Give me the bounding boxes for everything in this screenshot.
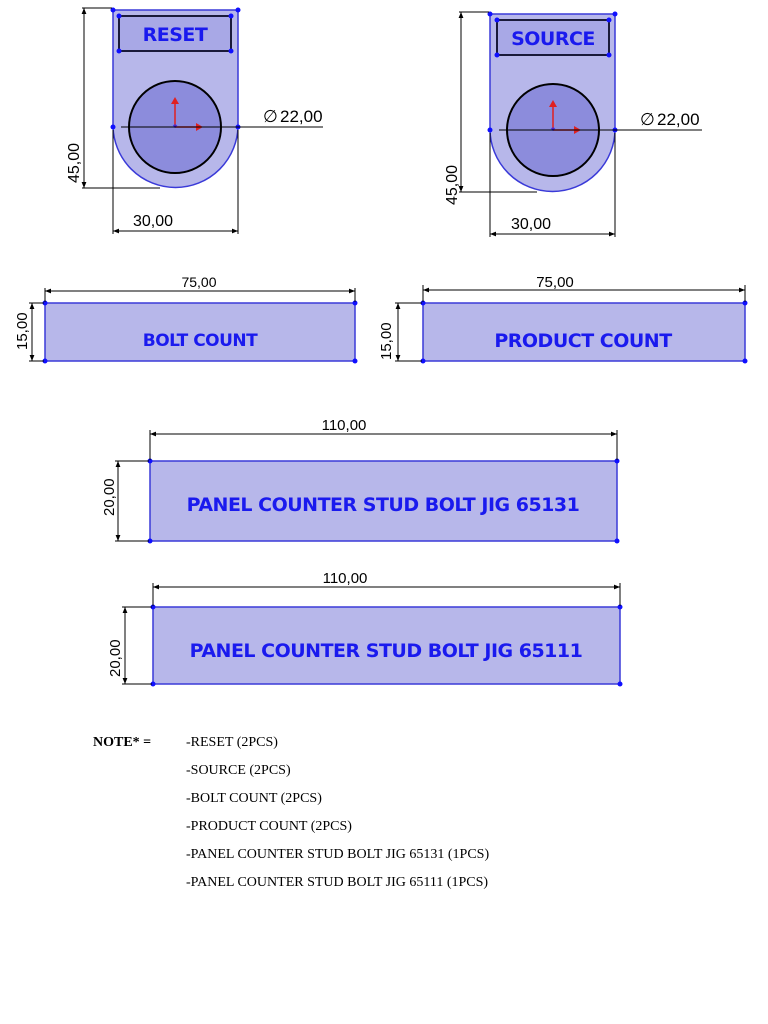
bolt-count-vertex-dots [42,300,358,364]
bolt-count-width-value: 75,00 [181,274,216,290]
reset-height-value: 45,00 [66,143,83,183]
panel-65111-width-value: 110,00 [323,570,368,587]
product-count-vertex-dots [420,300,748,364]
reset-width-value: 30,00 [133,213,173,230]
panel-65131-plate [149,460,618,542]
source-label-frame [496,19,610,56]
product-count-part: PRODUCT COUNT 75,00 15,00 [378,274,748,364]
note-item-product-count: -PRODUCT COUNT (2PCS) [186,819,352,834]
note-item-reset: -RESET (2PCS) [186,735,278,750]
panel-65131-width-value: 110,00 [322,417,367,434]
reset-diameter-value: 22,00 [280,107,323,126]
bolt-count-label: BOLT COUNT [143,331,258,351]
note-title: NOTE* = [93,735,152,750]
note-item-source: -SOURCE (2PCS) [186,763,291,778]
source-part: SOURCE * ∅ 22,00 45,00 30,00 [444,11,702,237]
product-count-label: PRODUCT COUNT [494,330,672,352]
bolt-count-height-value: 15,00 [14,312,31,350]
panel-65131-label: PANEL COUNTER STUD BOLT JIG 65131 [187,494,580,516]
panel-65111-label: PANEL COUNTER STUD BOLT JIG 65111 [190,640,583,662]
source-origin-y-arrow [549,100,557,107]
panel-65131-part: PANEL COUNTER STUD BOLT JIG 65131 110,00… [101,417,620,544]
reset-vertex-dots [110,7,241,130]
reset-label: RESET [143,24,208,46]
reset-part: RESET * ∅ 22,00 45,00 30,00 [66,7,323,234]
reset-origin-marker: * [172,122,178,134]
panel-65131-height-value: 20,00 [101,478,118,516]
source-origin-marker: * [550,125,556,137]
panel-65111-plate [152,606,621,685]
source-width-value: 30,00 [511,216,551,233]
bolt-count-part: BOLT COUNT 75,00 15,00 [14,274,358,364]
reset-label-frame [118,15,232,52]
product-count-height-value: 15,00 [378,322,395,360]
panel-65111-height-value: 20,00 [107,639,124,677]
panel-65111-vertex-dots [150,604,623,687]
bolt-count-plate [44,302,356,362]
reset-diameter-symbol: ∅ [263,107,278,126]
source-diameter-symbol: ∅ [640,110,655,129]
reset-origin-y-arrow [171,97,179,104]
source-diameter-value: 22,00 [657,110,700,129]
source-label: SOURCE [511,28,595,50]
note-item-bolt-count: -BOLT COUNT (2PCS) [186,791,322,806]
source-height-value: 45,00 [444,165,461,205]
note-item-panel-65131: -PANEL COUNTER STUD BOLT JIG 65131 (1PCS… [186,847,490,862]
product-count-width-value: 75,00 [536,274,574,291]
panel-65111-part: PANEL COUNTER STUD BOLT JIG 65111 110,00… [107,570,623,687]
note-item-panel-65111: -PANEL COUNTER STUD BOLT JIG 65111 (1PCS… [186,875,489,890]
panel-65131-vertex-dots [147,458,620,544]
product-count-plate [422,302,746,362]
